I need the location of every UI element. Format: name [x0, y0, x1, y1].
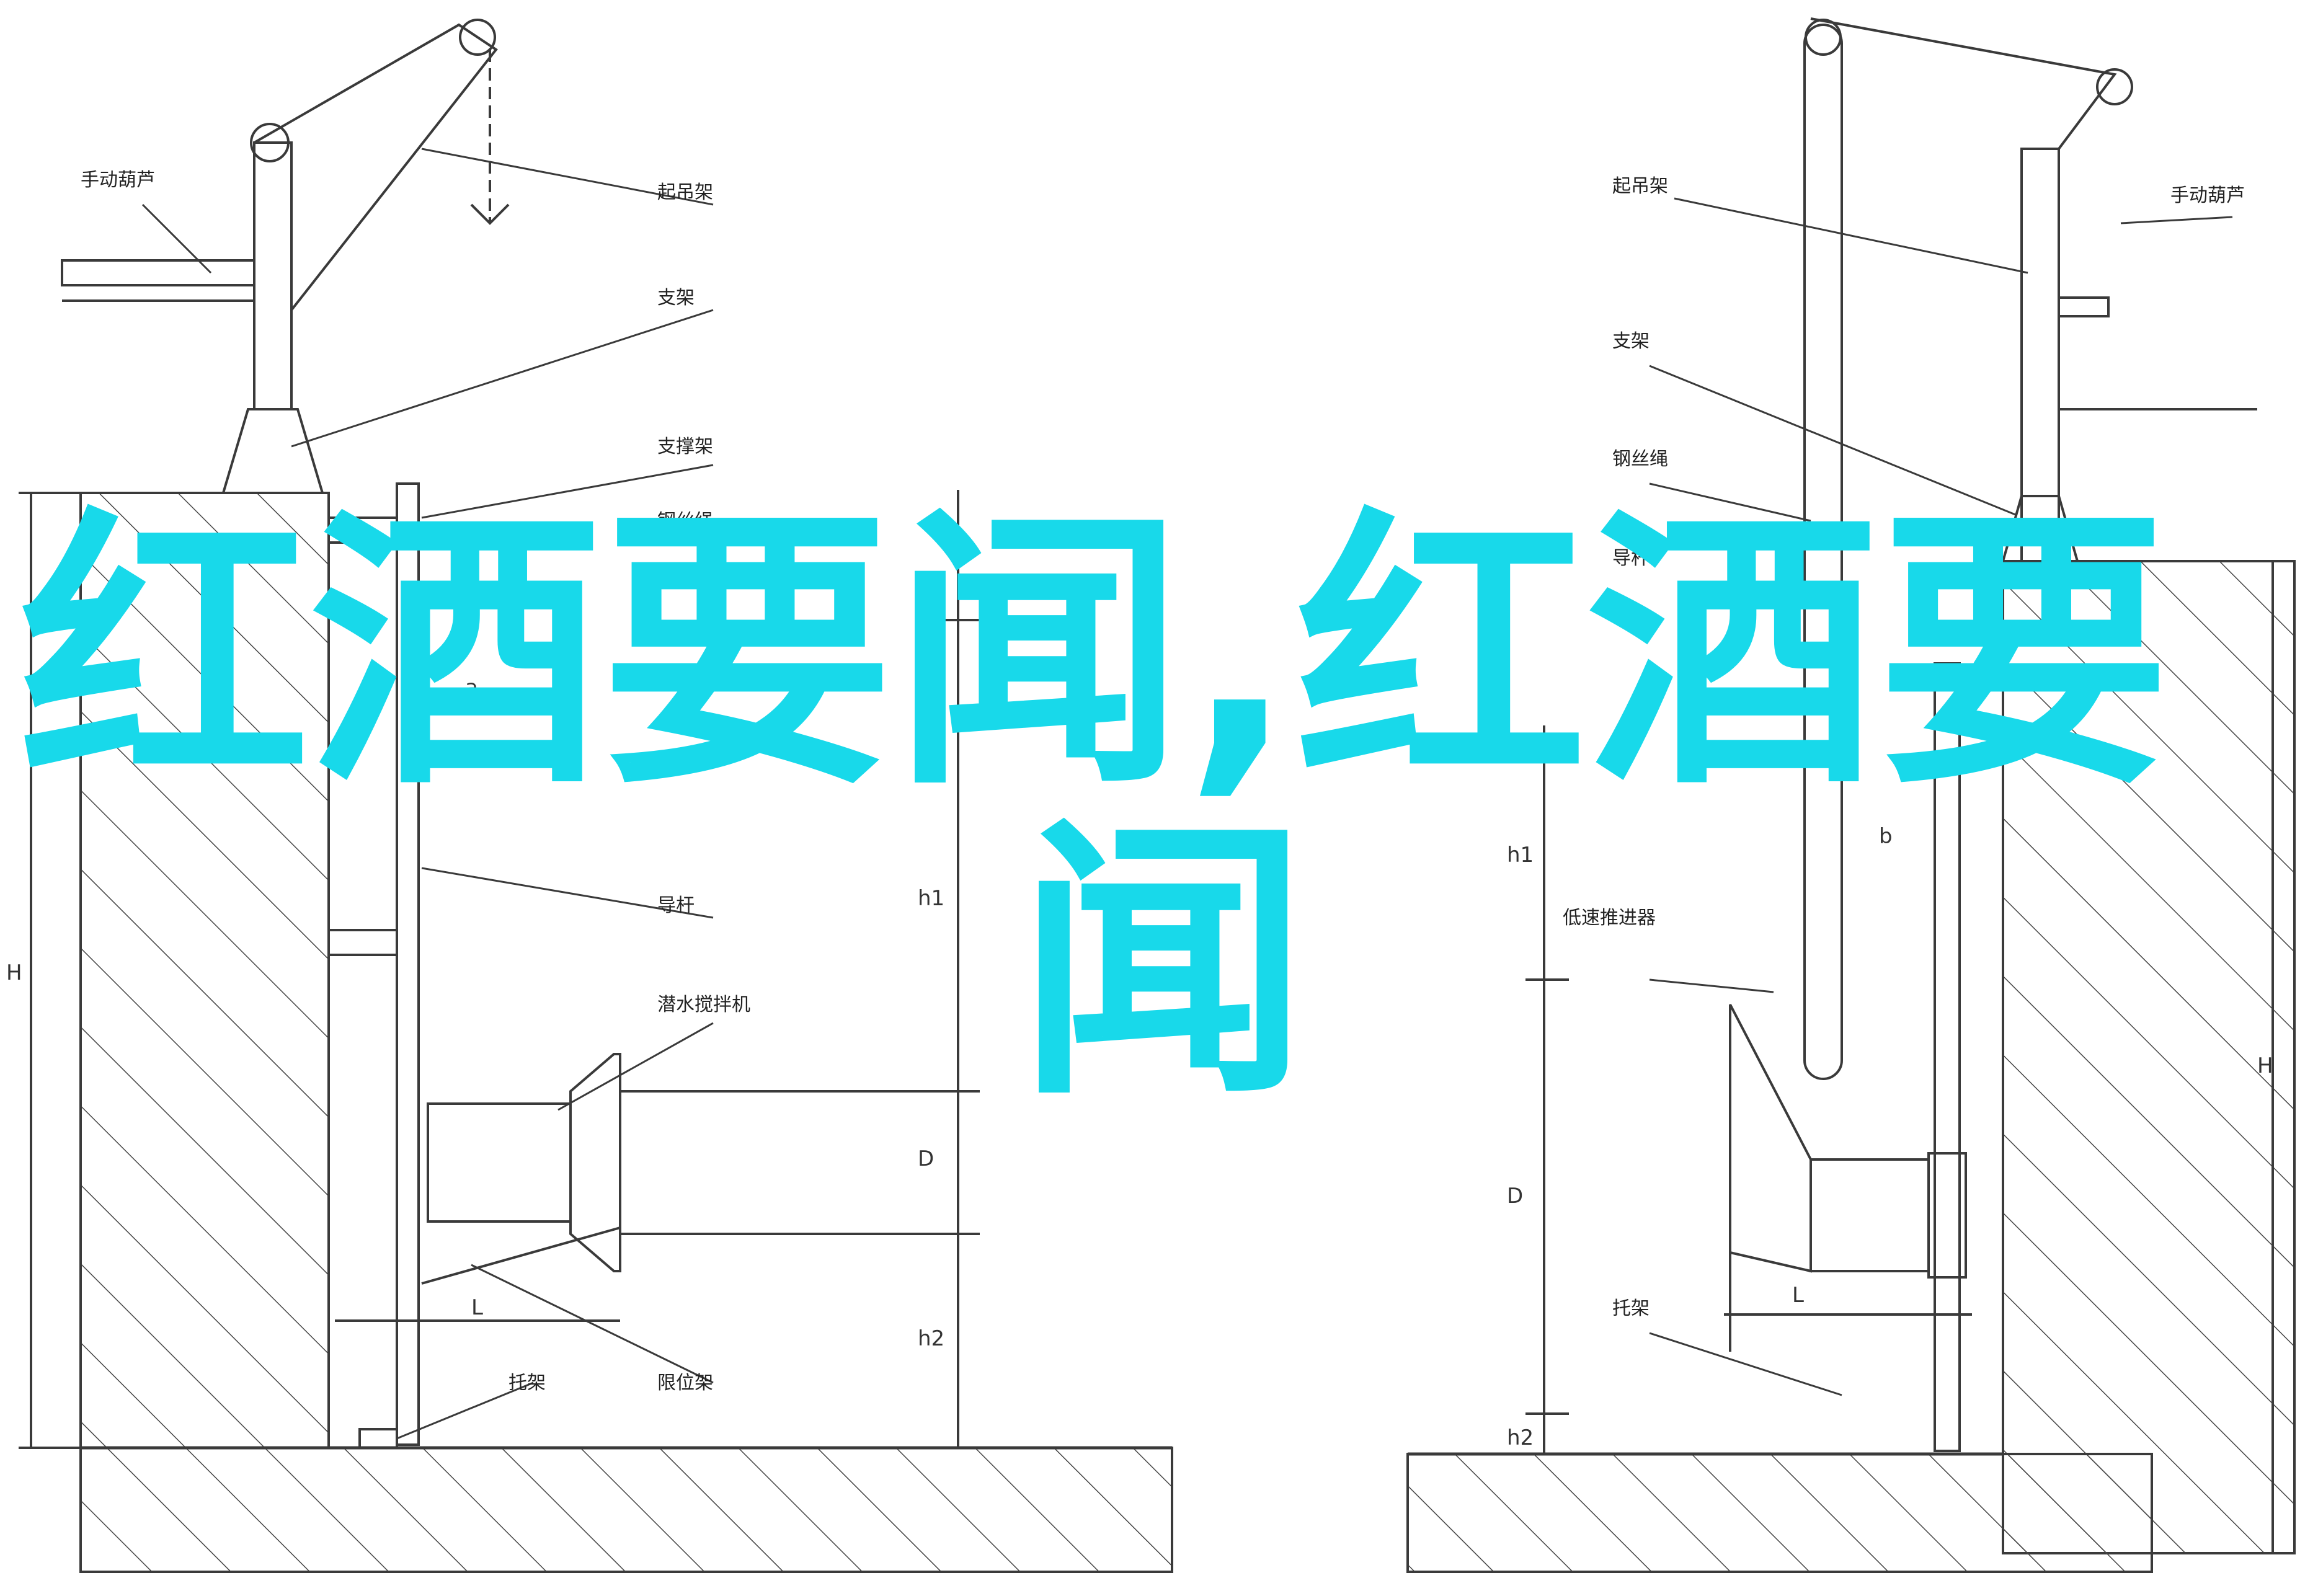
left-dim-a: a — [465, 675, 478, 700]
left-label-mixer: 潜水搅拌机 — [657, 994, 750, 1016]
left-label-limit-frame: 限位架 — [657, 1372, 713, 1394]
left-label-hand-hoist: 手动葫芦 — [81, 169, 155, 191]
right-label-hand-hoist: 手动葫芦 — [2170, 185, 2245, 206]
right-wall — [2002, 560, 2296, 1554]
left-label-bracket: 支架 — [657, 287, 695, 309]
right-label-thruster: 低速推进器 — [1563, 907, 1656, 929]
left-crane-base — [221, 408, 324, 494]
right-label-bracket: 支架 — [1612, 330, 1650, 352]
right-dim-h1: h1 — [1507, 843, 1534, 867]
left-label-wire-rope: 钢丝绳 — [657, 510, 713, 532]
left-dim-h: H — [6, 960, 22, 985]
left-dim-h1: h1 — [918, 886, 944, 911]
right-lifting-rod — [1803, 24, 1843, 1080]
left-crane-jib — [254, 23, 498, 311]
right-dim-h: H — [2257, 1053, 2273, 1078]
left-labels: 手动葫芦 起吊架 支架 支撑架 钢丝绳 导杆 潜水搅拌机 限位架 托架 a h1… — [6, 169, 944, 1394]
left-guide-rod — [396, 482, 420, 1446]
left-label-lifting-frame: 起吊架 — [657, 182, 713, 203]
left-mixer — [427, 1053, 955, 1272]
right-dim-d: D — [1507, 1184, 1523, 1208]
left-label-guide-rod: 导杆 — [657, 895, 695, 916]
right-dim-b: b — [1879, 824, 1893, 849]
right-guide-rod — [1934, 662, 1961, 1452]
right-diagram — [1406, 17, 2296, 1573]
right-crane-jib — [1810, 17, 2117, 150]
left-dim-d: D — [918, 1146, 934, 1171]
right-label-lifting-frame: 起吊架 — [1612, 175, 1668, 197]
right-label-guide-rod: 导杆 — [1612, 548, 1650, 569]
right-dim-h2: h2 — [1507, 1425, 1534, 1450]
left-wall — [79, 492, 330, 1449]
left-label-support-frame: 支撑架 — [657, 436, 713, 458]
right-label-bottom-bracket: 托架 — [1612, 1298, 1650, 1319]
right-floor — [1406, 1453, 2153, 1573]
right-label-wire-rope: 钢丝绳 — [1612, 448, 1668, 470]
left-label-bottom-bracket: 托架 — [508, 1372, 546, 1394]
right-dim-l: L — [1792, 1283, 1804, 1308]
left-dim-h2: h2 — [918, 1326, 944, 1351]
left-dim-l: L — [471, 1295, 483, 1320]
right-thruster — [1729, 1004, 1967, 1279]
left-floor — [79, 1447, 1173, 1573]
left-diagram — [19, 19, 1173, 1573]
right-labels: 起吊架 手动葫芦 支架 钢丝绳 导杆 低速推进器 托架 b h1 D h2 L … — [1507, 175, 2273, 1450]
